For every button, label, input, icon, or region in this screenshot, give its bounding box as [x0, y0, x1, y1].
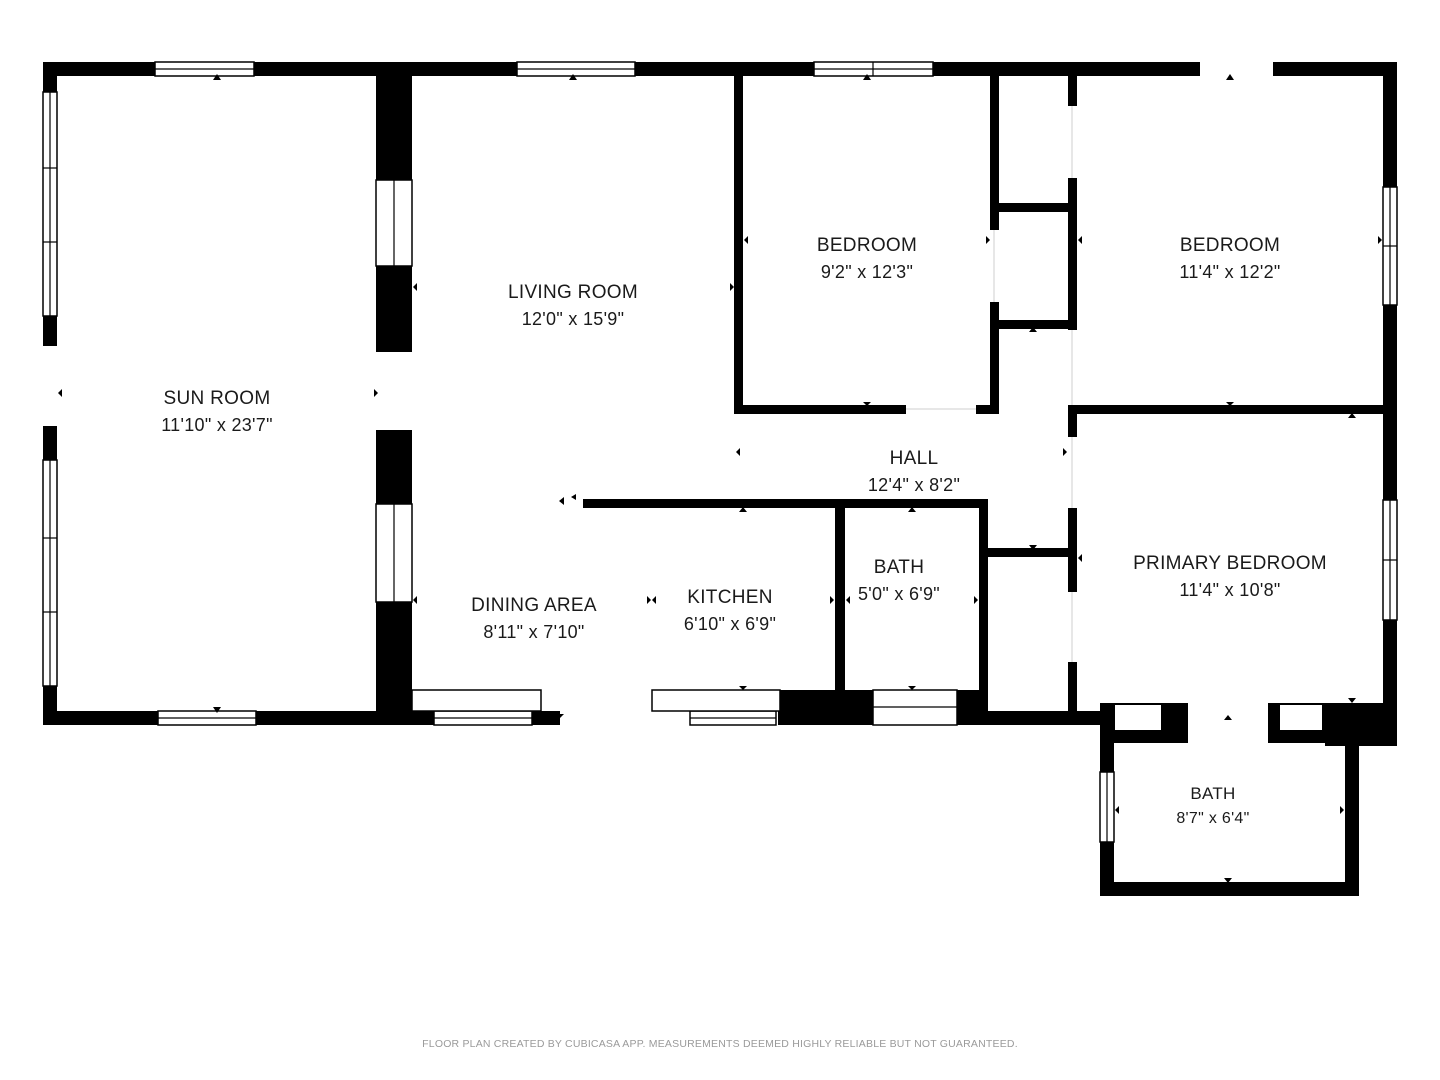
wall-living-bedroom [734, 62, 743, 414]
wall-bedroom1-bottom [734, 405, 998, 414]
hall-name: HALL [890, 448, 939, 469]
wall-bath2-bottom [1100, 882, 1359, 896]
primary-bedroom-dim: 11'4" x 10'8" [1179, 580, 1280, 600]
outer-wall-right [1383, 62, 1397, 746]
bedroom2-name: BEDROOM [1180, 235, 1280, 256]
bedroom2-dim: 11'4" x 12'2" [1179, 262, 1280, 282]
bath2-name: BATH [1190, 784, 1235, 803]
wall-bath2-right [1345, 703, 1359, 896]
wall-bath-right [979, 499, 988, 725]
sunroom-left-opening [43, 346, 57, 426]
bath2-dim: 8'7" x 6'4" [1176, 810, 1249, 827]
wall-kitchen-bath [835, 499, 845, 725]
bedroom1-name: BEDROOM [817, 235, 917, 256]
kitchen-counter [651, 689, 781, 712]
footer-disclaimer: FLOOR PLAN CREATED BY CUBICASA APP. MEAS… [422, 1038, 1018, 1050]
wall-primary-left-bottom [1068, 662, 1077, 717]
walls [43, 62, 1397, 896]
hall-dim: 12'4" x 8'2" [868, 475, 960, 495]
sun-room-dim: 11'10" x 23'7" [161, 415, 273, 435]
wall-closet-bottom [990, 320, 1076, 329]
dining-bottom-opening [560, 711, 632, 725]
bath2-closet-right [1280, 705, 1322, 730]
wall-primary-left-top [1068, 405, 1077, 437]
sunroom-opening [376, 352, 412, 430]
bath1-dim: 5'0" x 6'9" [858, 584, 940, 604]
primary-bedroom-name: PRIMARY BEDROOM [1133, 553, 1327, 574]
wall-bedroom2-left [1068, 62, 1077, 106]
dining-area-name: DINING AREA [471, 595, 597, 616]
bath1-name: BATH [874, 557, 924, 578]
wall-closet-top [990, 203, 1076, 212]
kitchen-name: KITCHEN [687, 587, 773, 608]
thresholds [906, 106, 1073, 662]
bedroom1-dim: 9'2" x 12'3" [821, 262, 913, 282]
dimension-markers [58, 74, 1382, 883]
living-room-dim: 12'0" x 15'9" [522, 309, 625, 329]
dining-counter [411, 689, 542, 712]
sun-room-name: SUN ROOM [164, 388, 271, 409]
wall-bedroom2-left-mid [1068, 178, 1077, 330]
kitchen-dim: 6'10" x 6'9" [684, 614, 776, 634]
room-labels: SUN ROOM 11'10" x 23'7" LIVING ROOM 12'0… [161, 235, 1327, 827]
counters [411, 689, 781, 712]
wall-kitchen-top [583, 499, 988, 508]
windows [42, 61, 1398, 843]
primary-bath-opening [1188, 703, 1268, 717]
dining-area-dim: 8'11" x 7'10" [483, 622, 584, 642]
bedroom2-top-opening [1200, 62, 1273, 76]
bath2-closet-left [1115, 705, 1161, 730]
living-room-name: LIVING ROOM [508, 282, 638, 303]
wall-linen-top [979, 548, 1077, 557]
wall-bedroom2-primary [1068, 405, 1397, 414]
